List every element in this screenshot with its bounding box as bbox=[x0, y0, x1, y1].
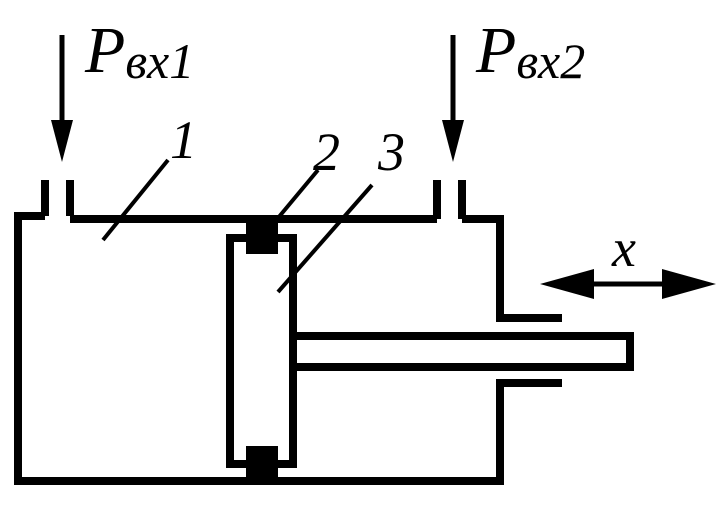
label-3: 3 bbox=[377, 122, 405, 182]
cylinder-body bbox=[14, 180, 562, 485]
seal-bottom bbox=[246, 446, 278, 478]
leader-line-3 bbox=[276, 183, 374, 294]
motion-arrow bbox=[540, 269, 716, 299]
leader-line-1 bbox=[101, 158, 170, 242]
piston-rod bbox=[297, 332, 634, 371]
label-x: x bbox=[611, 218, 636, 278]
label-p-in1-sub: вх1 bbox=[125, 33, 194, 89]
label-p-in1-main: P bbox=[84, 14, 125, 87]
input-arrow-2 bbox=[442, 35, 464, 162]
label-1: 1 bbox=[170, 110, 197, 170]
label-p-in2-main: P bbox=[475, 14, 516, 87]
input-arrow-1 bbox=[51, 35, 73, 162]
label-p-in2-sub: вх2 bbox=[516, 33, 585, 89]
leader-line-2 bbox=[266, 168, 320, 232]
label-p-in1: Pвх1 bbox=[84, 14, 194, 89]
label-2: 2 bbox=[313, 122, 340, 182]
leader-lines bbox=[101, 158, 374, 294]
label-p-in2: Pвх2 bbox=[475, 14, 585, 89]
piston bbox=[226, 222, 297, 478]
